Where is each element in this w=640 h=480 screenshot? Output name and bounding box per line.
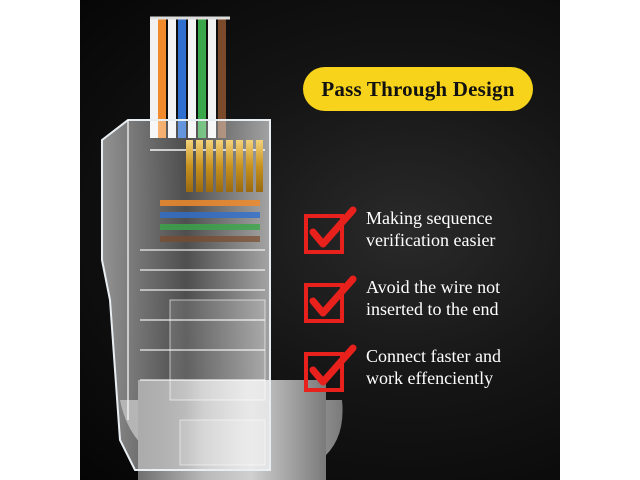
feature-line-1: Avoid the wire not: [366, 277, 501, 297]
rj45-connector-image: [101, 16, 343, 480]
red-checkmark-icon: [304, 275, 357, 323]
feature-line-1: Connect faster and: [366, 346, 501, 366]
headline-badge: Pass Through Design: [303, 67, 533, 111]
feature-text: Avoid the wire not inserted to the end: [366, 276, 556, 320]
wires: [150, 16, 230, 138]
feature-line-2: work effenciently: [366, 368, 494, 388]
feature-line-2: inserted to the end: [366, 299, 499, 319]
connector-body: [101, 119, 271, 471]
product-panel: Pass Through Design Making sequence veri…: [80, 0, 560, 480]
feature-item-2: Avoid the wire not inserted to the end: [303, 275, 553, 325]
headline-text: Pass Through Design: [321, 76, 515, 101]
feature-line-2: verification easier: [366, 230, 496, 250]
red-checkmark-icon: [304, 206, 357, 254]
red-checkmark-icon: [304, 344, 357, 392]
feature-item-1: Making sequence verification easier: [303, 206, 553, 256]
feature-text: Making sequence verification easier: [366, 207, 556, 251]
feature-line-1: Making sequence: [366, 208, 493, 228]
feature-item-3: Connect faster and work effenciently: [303, 344, 553, 394]
feature-text: Connect faster and work effenciently: [366, 345, 556, 389]
gold-contacts: [186, 140, 263, 192]
